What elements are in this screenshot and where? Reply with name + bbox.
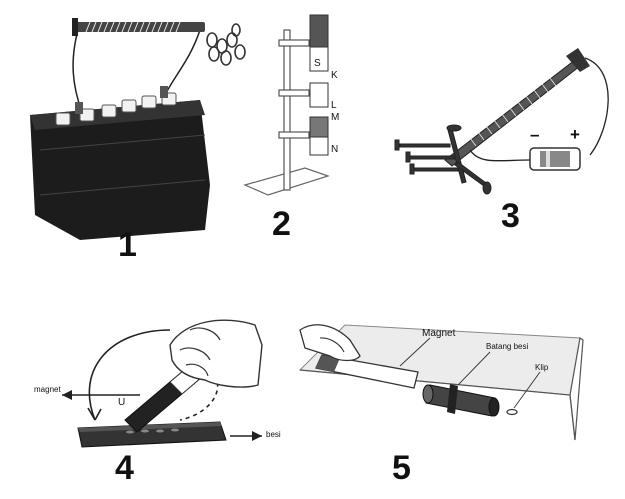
panel-4-stroking-iron-bar [62, 319, 263, 448]
iron-rod-label: Batang besi [486, 342, 529, 351]
battery-minus-label: – [530, 125, 540, 144]
panel-3-nail-electromagnet [394, 48, 609, 195]
clip-label: Klip [535, 363, 549, 372]
pole-u-label: U [118, 397, 126, 408]
panel-number-5: 5 [392, 449, 411, 487]
panel-number-2: 2 [272, 205, 291, 243]
panel-number-4: 4 [115, 449, 134, 487]
panel-1-battery-electromagnet [30, 18, 246, 240]
panel-2-magnet-stand [243, 14, 330, 196]
magnet-label: Magnet [422, 328, 456, 339]
panel-number-3: 3 [501, 197, 520, 235]
magnet-label-n: N [331, 144, 339, 155]
panel-5-table-experiment [298, 324, 584, 441]
magnet-label-m: M [331, 112, 340, 123]
battery-plus-label: + [570, 125, 580, 144]
panel-number-1: 1 [118, 226, 137, 264]
magnet-label-l: L [331, 100, 337, 111]
magnet-label-s: S [314, 58, 321, 69]
besi-direction-label: besi [266, 430, 281, 439]
magnet-label-k: K [331, 70, 338, 81]
magnet-direction-label: magnet [34, 385, 61, 394]
